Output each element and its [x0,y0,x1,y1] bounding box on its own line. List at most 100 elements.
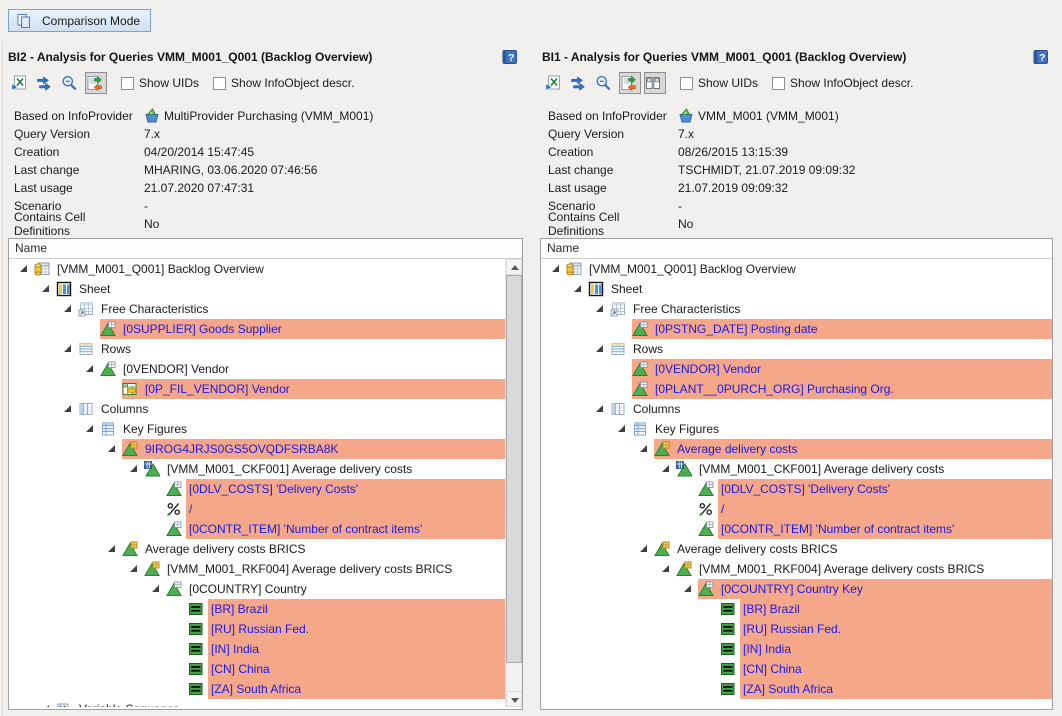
expander-icon[interactable] [681,581,698,597]
tree-row[interactable]: [VMM_M001_Q001] Backlog Overview [541,259,1052,279]
tree-row[interactable]: [0VENDOR] Vendor [9,359,505,379]
tree-row[interactable]: / [541,499,1052,519]
tree-row[interactable]: [IN] India [541,639,1052,659]
expander-icon[interactable] [593,341,610,357]
checkbox-label: Show InfoObject descr. [790,76,914,90]
tree-row[interactable]: Columns [541,399,1052,419]
swap-arrows-button[interactable] [35,72,57,94]
tree-row[interactable]: Variable Sequence [9,699,505,707]
tree-row[interactable]: Sheet [9,279,505,299]
tree-row[interactable]: [ZA] South Africa [541,679,1052,699]
expander-icon[interactable] [39,281,56,297]
tree-row[interactable]: [VMM_M001_CKF001] Average delivery costs [541,459,1052,479]
tree-row[interactable]: [VMM_M001_RKF004] Average delivery costs… [541,559,1052,579]
tree-row[interactable]: Average delivery costs [541,439,1052,459]
expander-icon[interactable] [593,401,610,417]
swap-arrows-button[interactable] [569,72,591,94]
tree-row[interactable]: Rows [9,339,505,359]
tree-row[interactable]: Sheet [541,279,1052,299]
zoom-out-button[interactable] [60,72,82,94]
comparison-mode-button[interactable]: Comparison Mode [8,9,152,32]
tree-row[interactable]: [VMM_M001_CKF001] Average delivery costs [9,459,505,479]
info-label: Based on InfoProvider [548,109,667,123]
tree-row[interactable]: Average delivery costs BRICS [9,539,505,559]
expander-icon[interactable] [637,541,654,557]
expander-icon[interactable] [659,561,676,577]
tree-row[interactable]: Free Characteristics [541,299,1052,319]
tree-row[interactable]: [CN] China [9,659,505,679]
tree-row[interactable]: [0VENDOR] Vendor [541,359,1052,379]
expander-icon[interactable] [61,341,78,357]
tree-row[interactable]: 9IROG4JRJS0GS5OVQDFSRBA8K [9,439,505,459]
tree-row[interactable]: [0CONTR_ITEM] 'Number of contract items' [9,519,505,539]
tree-row[interactable]: [BR] Brazil [541,599,1052,619]
tree-row[interactable]: [VMM_M001_RKF004] Average delivery costs… [9,559,505,579]
expander-icon[interactable] [105,541,122,557]
zoom-out-button[interactable] [594,72,616,94]
tree-row[interactable]: [VMM_M001_Q001] Backlog Overview [9,259,505,279]
tree-row[interactable]: [BR] Brazil [9,599,505,619]
tree-row[interactable]: [0PSTNG_DATE] Posting date [541,319,1052,339]
tree-row[interactable]: / [9,499,505,519]
tree-item-label: [0PLANT__0PURCH_ORG] Purchasing Org. [655,382,894,396]
expander-icon[interactable] [61,401,78,417]
checkbox-box[interactable] [121,76,134,90]
tree-row[interactable]: [0PLANT__0PURCH_ORG] Purchasing Org. [541,379,1052,399]
excel-export-button[interactable] [544,72,566,94]
expander-icon[interactable] [571,281,588,297]
panes-button[interactable] [644,72,666,94]
excel-export-button[interactable] [10,72,32,94]
checkbox-box[interactable] [680,76,693,90]
expander-icon[interactable] [659,461,676,477]
tree-row[interactable]: [0SUPPLIER] Goods Supplier [9,319,505,339]
tree-indent [9,259,17,279]
tree-row[interactable]: Free Characteristics [9,299,505,319]
help-icon[interactable]: ? [1033,49,1050,66]
tree-row[interactable]: [ZA] South Africa [9,679,505,699]
expander-icon[interactable] [17,261,34,277]
expander-icon[interactable] [61,301,78,317]
tree-row[interactable]: [0COUNTRY] Country Key [541,579,1052,599]
checkbox-box[interactable] [213,76,227,90]
compare-docs-button[interactable] [619,72,641,94]
tree-indent [9,379,105,399]
expander-icon[interactable] [83,361,100,377]
tree-row[interactable]: [0DLV_COSTS] 'Delivery Costs' [541,479,1052,499]
tree-item-label: Average delivery costs BRICS [145,542,306,556]
expander-icon[interactable] [105,441,122,457]
calculated-key-figure-icon [144,461,160,477]
infoprovider-icon [678,108,694,124]
tree-row[interactable]: Columns [9,399,505,419]
tree-row[interactable]: [CN] China [541,659,1052,679]
expander-placeholder [171,661,188,677]
tree-row[interactable]: Rows [541,339,1052,359]
scroll-down-button[interactable] [506,691,522,707]
expander-icon[interactable] [127,461,144,477]
expander-icon[interactable] [149,581,166,597]
expander-icon[interactable] [615,421,632,437]
scroll-up-button[interactable] [506,259,522,275]
compare-docs-button[interactable] [85,72,107,94]
tree-row[interactable]: [0COUNTRY] Country [9,579,505,599]
expander-icon[interactable] [593,301,610,317]
scrollbar-thumb[interactable] [506,275,522,663]
tree-row[interactable]: [RU] Russian Fed. [541,619,1052,639]
tree-row[interactable]: [IN] India [9,639,505,659]
expander-icon[interactable] [127,561,144,577]
tree-row[interactable]: Key Figures [9,419,505,439]
vertical-scrollbar[interactable] [505,259,522,707]
expander-icon[interactable] [637,441,654,457]
expander-icon[interactable] [39,701,56,707]
checkbox-box[interactable] [772,76,786,90]
help-icon[interactable]: ? [502,49,519,66]
diff-highlight: [0COUNTRY] Country Key [698,579,1052,599]
tree-row[interactable]: [0CONTR_ITEM] 'Number of contract items' [541,519,1052,539]
tree-row[interactable]: [RU] Russian Fed. [9,619,505,639]
expander-icon[interactable] [549,261,566,277]
tree-row[interactable]: [0P_FIL_VENDOR] Vendor [9,379,505,399]
tree-row[interactable]: [0DLV_COSTS] 'Delivery Costs' [9,479,505,499]
tree-row[interactable]: Average delivery costs BRICS [541,539,1052,559]
tree-row[interactable]: Key Figures [541,419,1052,439]
expander-icon[interactable] [83,421,100,437]
